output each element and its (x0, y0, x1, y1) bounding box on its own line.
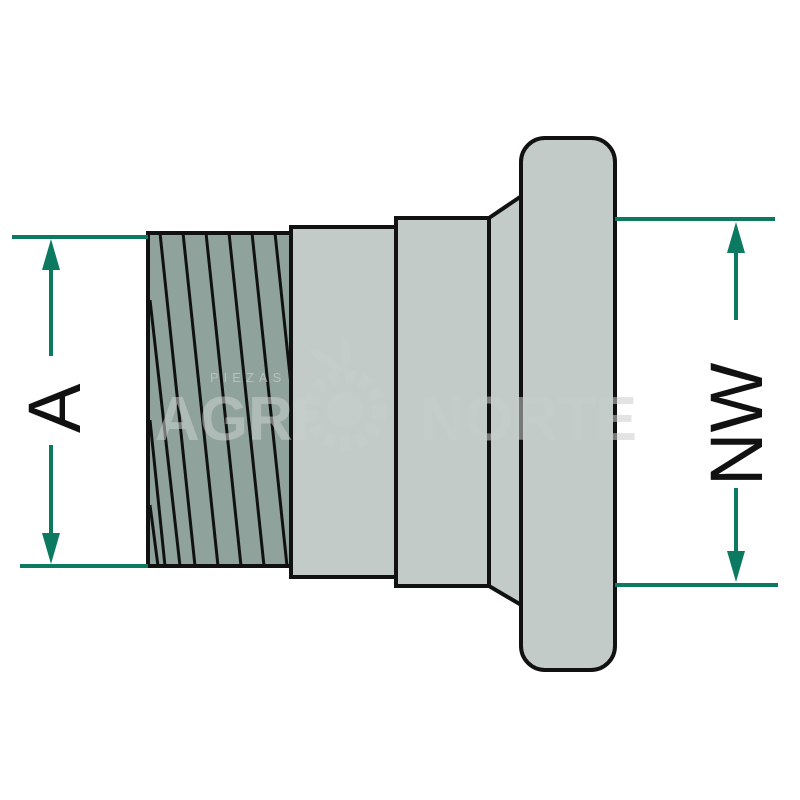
svg-text:PIEZAS: PIEZAS (210, 370, 286, 385)
arrow-down-icon (727, 551, 745, 582)
svg-text:NORTE: NORTE (420, 385, 637, 454)
threaded-section (146, 231, 293, 568)
arrow-up-icon (42, 239, 60, 270)
dimension-nw (615, 217, 778, 587)
gear-icon (304, 336, 386, 451)
watermark-logo: PIEZAS AGRI NORTE (155, 336, 637, 454)
end-flange (519, 136, 617, 672)
arrow-up-icon (727, 222, 745, 253)
dimension-a-label: A (13, 383, 96, 433)
svg-text:AGRI: AGRI (155, 385, 310, 454)
dimension-nw-label: NW (695, 363, 778, 486)
dimension-a (12, 235, 148, 568)
arrow-down-icon (42, 533, 60, 564)
thread-lines (148, 233, 291, 566)
